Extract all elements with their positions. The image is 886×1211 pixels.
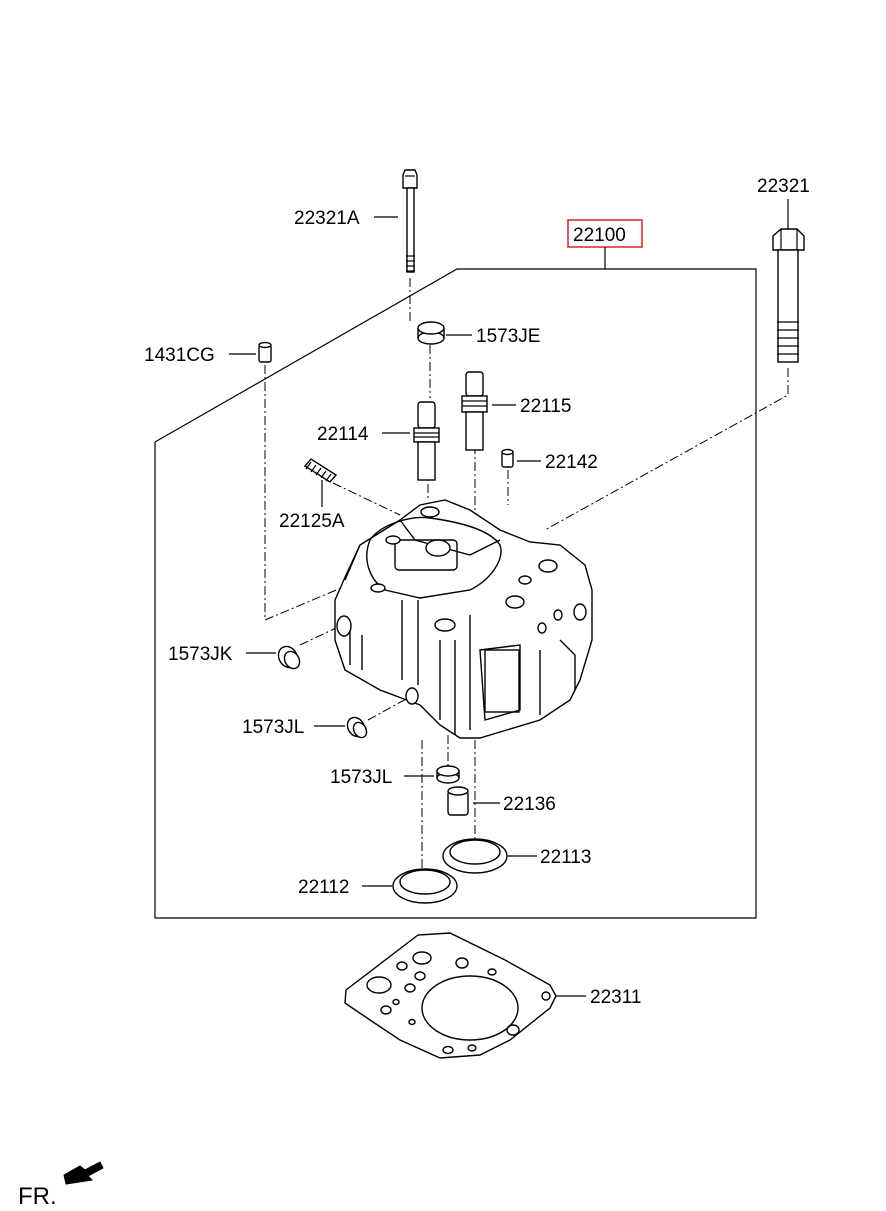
label-1573JL-lower[interactable]: 1573JL: [330, 767, 392, 788]
label-22142[interactable]: 22142: [545, 452, 598, 473]
plug-1573JL-lower[interactable]: [436, 765, 460, 784]
bolt-22321A[interactable]: [402, 169, 418, 273]
cylinder-head[interactable]: [334, 499, 593, 739]
plug-1573JK[interactable]: [275, 643, 303, 671]
label-22100[interactable]: 22100: [573, 225, 626, 246]
front-arrow-icon: [63, 1161, 104, 1185]
label-22115[interactable]: 22115: [520, 396, 571, 417]
front-indicator: FR.: [18, 1161, 104, 1210]
seat-ring-22113[interactable]: [442, 838, 508, 874]
label-1573JK[interactable]: 1573JK: [168, 644, 233, 665]
seal-1573JE[interactable]: [417, 321, 445, 345]
pin-22142[interactable]: [501, 448, 514, 468]
label-22311[interactable]: 22311: [590, 987, 641, 1008]
label-1573JL-upper[interactable]: 1573JL: [242, 717, 304, 738]
label-22112[interactable]: 22112: [298, 877, 349, 898]
label-22125A[interactable]: 22125A: [279, 511, 345, 532]
seat-ring-22112[interactable]: [392, 868, 458, 904]
label-1573JE[interactable]: 1573JE: [476, 326, 540, 347]
gasket-22311[interactable]: [344, 932, 557, 1059]
front-label: FR.: [18, 1183, 57, 1210]
label-22113[interactable]: 22113: [540, 847, 591, 868]
insert-22136[interactable]: [447, 786, 469, 816]
assembly-boundary: [154, 268, 757, 919]
label-22321A[interactable]: 22321A: [294, 208, 360, 229]
label-22321[interactable]: 22321: [757, 176, 810, 197]
stud-22125A[interactable]: [303, 458, 338, 483]
label-1431CG[interactable]: 1431CG: [144, 345, 215, 366]
guide-22115[interactable]: [461, 371, 488, 451]
label-22136[interactable]: 22136: [503, 794, 556, 815]
plug-1573JL-upper[interactable]: [344, 714, 369, 740]
guide-22114[interactable]: [413, 401, 440, 481]
pin-1431CG[interactable]: [258, 341, 272, 363]
label-22114[interactable]: 22114: [317, 424, 369, 445]
bolt-22321[interactable]: [772, 228, 805, 363]
